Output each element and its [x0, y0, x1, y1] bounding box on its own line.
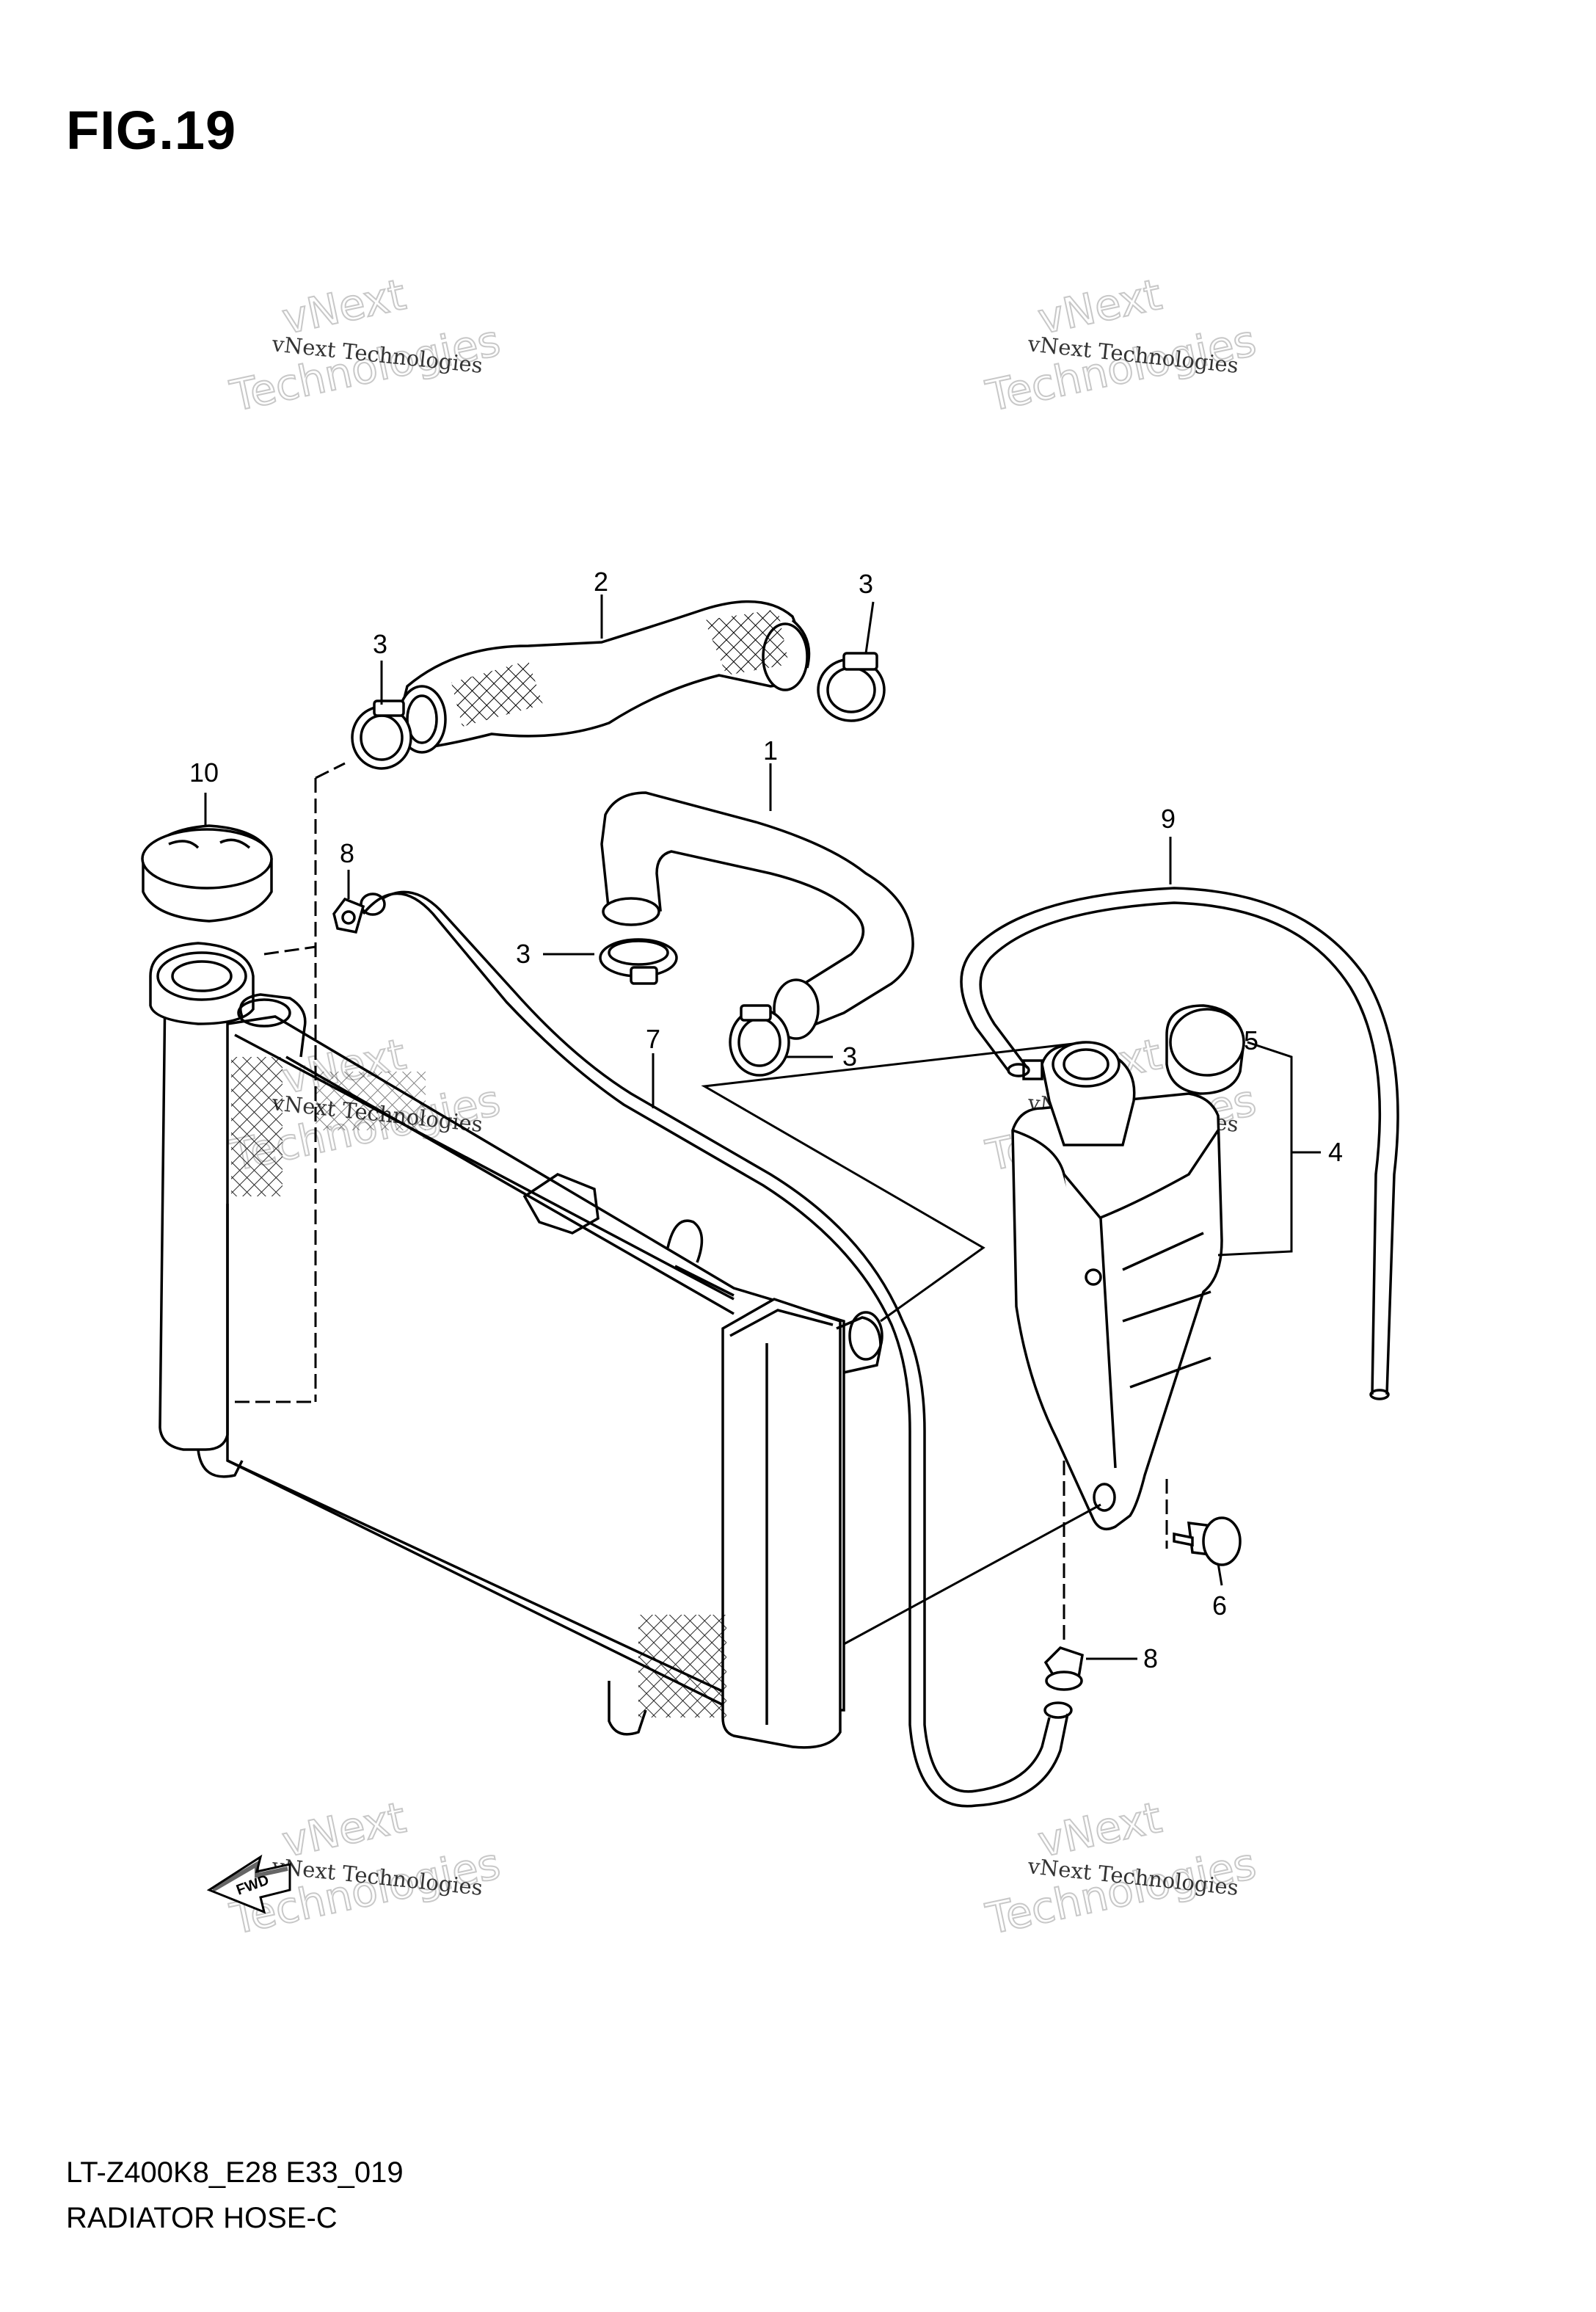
hose-1: [600, 791, 914, 1040]
clamp-3-middle: [599, 938, 678, 985]
callout-3-top-right: 3: [859, 569, 873, 599]
callout-3-lower: 3: [842, 1042, 857, 1072]
callout-6: 6: [1212, 1591, 1227, 1621]
clip-8-lower: [1043, 1646, 1084, 1691]
hose-9: [960, 887, 1399, 1400]
watermark-top-left: vNext Technologies vNext Technologies: [225, 269, 506, 422]
callouts: 3 2 3 1 10 8 9 3 3 7 5 4 6 8: [189, 567, 1343, 1673]
callout-3-top-left: 3: [373, 629, 387, 659]
diagram-code: LT-Z400K8_E28 E33_019: [66, 2156, 404, 2189]
upper-hose-2: [397, 600, 811, 754]
radiator-cap: [141, 824, 273, 923]
callout-10: 10: [189, 757, 219, 788]
callout-8-top: 8: [340, 838, 354, 868]
watermark-bottom-right: vNext Technologies vNext Technologies: [981, 1792, 1261, 1945]
clamp-3-left-upper: [351, 699, 412, 770]
clip-8-upper: [332, 897, 365, 934]
radiator: [149, 942, 883, 1749]
callout-9: 9: [1161, 804, 1176, 834]
callout-5: 5: [1244, 1025, 1258, 1055]
callout-8-bottom: 8: [1143, 1643, 1158, 1673]
fwd-arrow-icon: FWD: [206, 1854, 291, 1914]
diagram-name: RADIATOR HOSE-C: [66, 2202, 338, 2234]
callout-2: 2: [594, 567, 608, 597]
svg-text:vNext: vNext: [1034, 269, 1166, 344]
reservoir-tank: [1011, 1041, 1223, 1531]
clamp-3-lower: [729, 1004, 790, 1077]
callout-3-middle: 3: [516, 939, 531, 969]
svg-text:vNext: vNext: [278, 269, 410, 344]
callout-1: 1: [763, 735, 778, 766]
figure-title: FIG.19: [66, 100, 237, 161]
clamp-3-right-upper: [817, 652, 886, 722]
tank-cap: [1165, 1004, 1245, 1095]
callout-7: 7: [646, 1024, 660, 1054]
bolt-6: [1173, 1516, 1242, 1566]
callout-4: 4: [1328, 1137, 1343, 1167]
watermark-top-right: vNext Technologies vNext Technologies: [981, 269, 1261, 422]
leader-lines: [204, 595, 1321, 1660]
